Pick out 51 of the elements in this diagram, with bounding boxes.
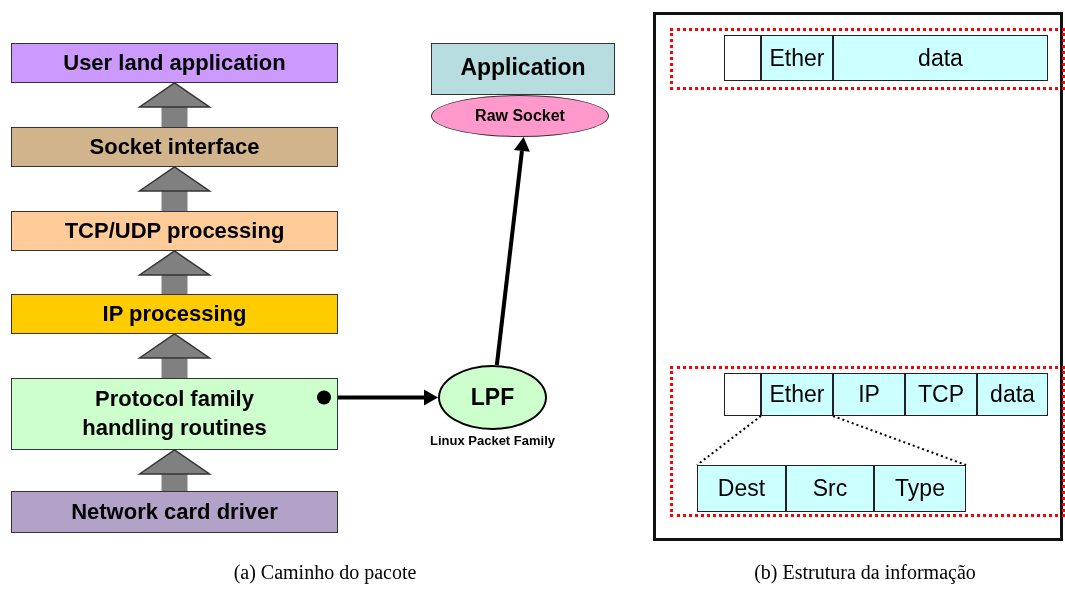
node-label: LPF (470, 384, 515, 411)
node-label: data (990, 381, 1035, 408)
field-cell (833, 373, 905, 416)
node-caption: Linux Packet Family (430, 433, 555, 448)
layer-box (11, 127, 338, 167)
application-box (431, 43, 615, 95)
empty-box (670, 366, 1065, 517)
arrow (338, 389, 438, 406)
block-arrow (138, 333, 211, 378)
node-label: Raw Socket (475, 107, 565, 125)
field-cell (761, 373, 833, 416)
layer-box (11, 211, 338, 251)
node-label: TCP/UDP processing (64, 216, 285, 245)
node-label: Ether (769, 381, 825, 408)
node-label: TCP (918, 381, 964, 408)
empty-box (653, 12, 1063, 541)
block-arrow (138, 166, 211, 211)
figure-caption: (a) Caminho do pacote (233, 561, 417, 584)
node-label: IP processing (102, 299, 247, 328)
leader-line (696, 415, 762, 466)
node-label: Application (460, 54, 586, 81)
layer-box (11, 43, 338, 83)
field-cell (833, 35, 1048, 81)
empty-box (670, 28, 1065, 90)
node-label: IP (858, 381, 880, 408)
node-label: User land application (63, 48, 286, 77)
figure-caption: (b) Estrutura da informação (754, 561, 976, 584)
field-cell (786, 465, 874, 512)
node-label: Ether (769, 44, 825, 72)
arrow (494, 137, 530, 366)
layer-box (11, 491, 338, 533)
empty-box (724, 373, 761, 416)
leader-line (832, 415, 967, 466)
node-label: Src (812, 475, 848, 502)
node-label: Dest (717, 475, 766, 502)
node-label: Network card driver (71, 497, 278, 526)
node-label: data (918, 44, 963, 72)
layer-box (11, 378, 338, 450)
block-arrow (138, 82, 211, 127)
field-cell (697, 465, 786, 512)
node-label: Socket interface (89, 132, 260, 161)
block-arrow (138, 449, 211, 491)
field-cell (977, 373, 1048, 416)
layer-box (11, 294, 338, 334)
empty-box (724, 35, 761, 81)
node-label: Protocol family handling routines (81, 385, 268, 442)
field-cell (905, 373, 977, 416)
field-cell (761, 35, 833, 81)
block-arrow (138, 250, 211, 294)
node-label: Type (895, 475, 945, 502)
field-cell (874, 465, 966, 512)
